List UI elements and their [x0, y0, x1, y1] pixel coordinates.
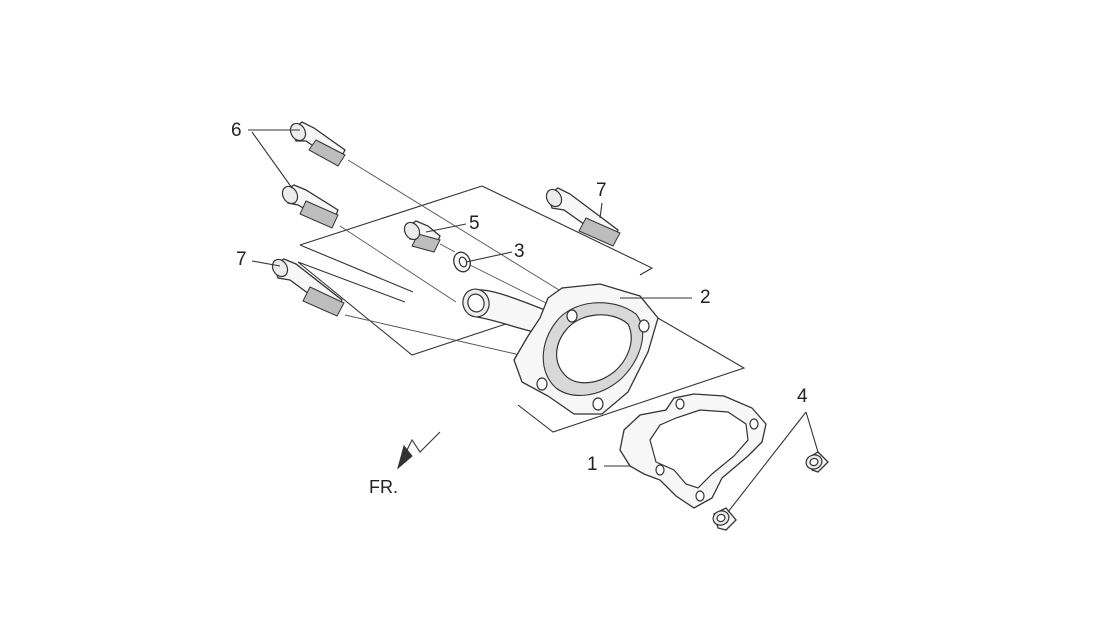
front-direction-label: FR. — [369, 477, 398, 497]
callout-5: 5 — [469, 213, 480, 234]
callout-3: 3 — [514, 241, 525, 262]
leader-7-left — [251, 260, 281, 267]
callout-6: 6 — [231, 120, 242, 141]
callout-1: 1 — [587, 454, 598, 475]
leader-3 — [465, 251, 513, 263]
front-direction-arrow — [397, 431, 441, 470]
leader-5 — [425, 223, 467, 233]
leader-4 — [727, 411, 819, 513]
leader-6 — [248, 129, 300, 189]
leader-7-right — [599, 202, 603, 219]
dowel-4-upper — [805, 451, 829, 473]
bolt-7-left — [271, 258, 345, 317]
gasket-1 — [619, 393, 767, 509]
bolt-5 — [403, 220, 441, 253]
washer-3 — [453, 251, 471, 273]
callout-7-right: 7 — [596, 180, 607, 201]
bolt-7-right — [545, 187, 621, 247]
pump-cover-housing-2 — [462, 283, 659, 415]
callout-4: 4 — [797, 386, 808, 407]
callout-7-left: 7 — [236, 249, 247, 270]
callout-2: 2 — [700, 287, 711, 308]
bolt-6-lower — [281, 184, 339, 229]
mounting-plane-outline — [297, 185, 746, 433]
dowel-4-lower — [712, 507, 737, 531]
bolt-leader-lines — [339, 159, 573, 356]
bolt-6-upper — [289, 121, 346, 167]
